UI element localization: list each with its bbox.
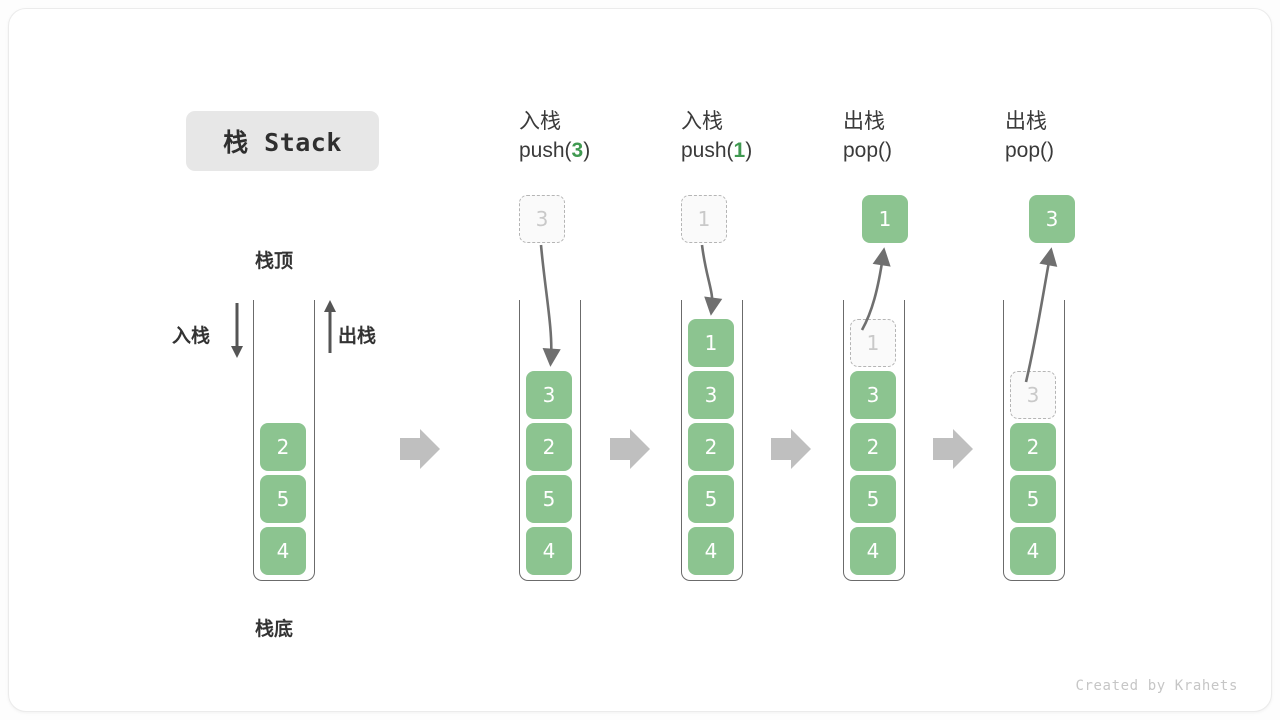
step-heading-pop-1-code: pop()	[843, 136, 892, 165]
code-arg: 3	[571, 139, 584, 162]
floating-cell-push-3: 3	[519, 195, 565, 243]
stack-top-label: 栈顶	[255, 251, 294, 272]
stack-cell: 5	[1010, 475, 1056, 523]
step-heading-push-3-cn: 入栈	[519, 110, 561, 133]
stack-cell: 4	[850, 527, 896, 575]
stack-cell: 1	[688, 319, 734, 367]
step-heading-pop-3-cn: 出栈	[1005, 110, 1047, 133]
step-heading-pop-3: 出栈 pop()	[1005, 107, 1054, 165]
step-arrow-icon	[400, 429, 440, 469]
pop-direction-arrow-icon	[324, 300, 336, 353]
floating-cell-pop-3: 3	[1029, 195, 1075, 243]
code-arg: 1	[733, 139, 746, 162]
stack-cell: 2	[850, 423, 896, 471]
step-arrow-icon	[610, 429, 650, 469]
code-suffix: )	[583, 139, 591, 162]
pop-3-flow-arrow-icon	[1024, 247, 1058, 383]
stack-cell: 2	[260, 423, 306, 471]
floating-cell-pop-1: 1	[862, 195, 908, 243]
code-prefix: pop(	[843, 139, 886, 162]
code-suffix: )	[745, 139, 753, 162]
stack-cell: 2	[526, 423, 572, 471]
stack-container-pop-1	[843, 300, 905, 581]
code-suffix: )	[885, 139, 893, 162]
stack-cell: 5	[526, 475, 572, 523]
stack-cell: 3	[850, 371, 896, 419]
stack-cell: 3	[526, 371, 572, 419]
stack-cell: 3	[688, 371, 734, 419]
push-direction-label: 入栈	[172, 326, 211, 347]
stack-cell: 4	[526, 527, 572, 575]
step-arrow-icon	[771, 429, 811, 469]
stack-cell: 4	[1010, 527, 1056, 575]
floating-cell-push-1: 1	[681, 195, 727, 243]
code-prefix: push(	[519, 139, 572, 162]
stack-cell: 3	[1010, 371, 1056, 419]
step-heading-push-3-code: push(3)	[519, 136, 590, 165]
step-heading-push-1-cn: 入栈	[681, 110, 723, 133]
stack-cell: 4	[688, 527, 734, 575]
pop-direction-label: 出栈	[338, 326, 377, 347]
push-1-flow-arrow-icon	[700, 244, 723, 316]
stack-bottom-label: 栈底	[255, 619, 294, 640]
stack-cell: 2	[1010, 423, 1056, 471]
stack-container-pop-3	[1003, 300, 1065, 581]
credit-text: Created by Krahets	[1075, 678, 1238, 694]
step-arrow-icon	[933, 429, 973, 469]
step-heading-pop-3-code: pop()	[1005, 136, 1054, 165]
stack-cell: 5	[260, 475, 306, 523]
code-prefix: pop(	[1005, 139, 1048, 162]
stack-container-initial	[253, 300, 315, 581]
diagram-title: 栈 Stack	[186, 111, 379, 171]
step-heading-push-1-code: push(1)	[681, 136, 752, 165]
push-direction-arrow-icon	[231, 303, 243, 358]
step-heading-pop-1: 出栈 pop()	[843, 107, 892, 165]
stack-cell: 2	[688, 423, 734, 471]
stack-container-push-3	[519, 300, 581, 581]
stack-cell: 4	[260, 527, 306, 575]
stack-cell: 5	[688, 475, 734, 523]
push-3-flow-arrow-icon	[539, 244, 561, 367]
step-heading-push-1: 入栈 push(1)	[681, 107, 752, 165]
step-heading-push-3: 入栈 push(3)	[519, 107, 590, 165]
stack-cell: 1	[850, 319, 896, 367]
step-heading-pop-1-cn: 出栈	[843, 110, 885, 133]
code-prefix: push(	[681, 139, 734, 162]
stack-cell: 5	[850, 475, 896, 523]
pop-1-flow-arrow-icon	[860, 247, 891, 331]
code-suffix: )	[1047, 139, 1055, 162]
stack-container-push-1	[681, 300, 743, 581]
